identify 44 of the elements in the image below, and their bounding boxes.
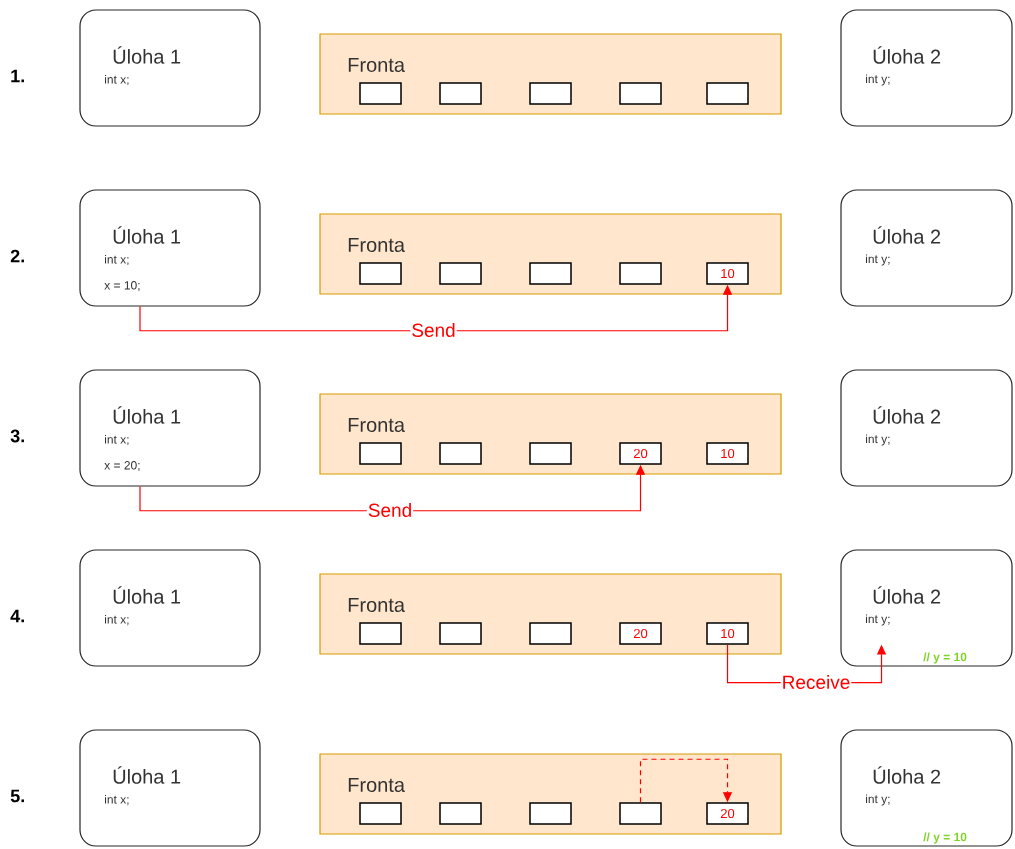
queue-slot: 10: [706, 262, 749, 285]
task-box: Úloha 1 int x;: [79, 729, 261, 847]
task-box: Úloha 2 int y;: [840, 189, 1013, 307]
queue-slot: [359, 442, 402, 465]
queue-slot: 20: [619, 442, 662, 465]
queue-slot: [529, 802, 572, 825]
task-box: Úloha 2 int y;: [840, 9, 1013, 127]
queue-slot: [619, 82, 662, 105]
queue-slot: 20: [619, 622, 662, 645]
step-number: 3.: [10, 429, 24, 443]
queue-slot: [439, 802, 482, 825]
task-box: Úloha 1 int x; x = 20;: [79, 369, 261, 487]
queue-slot: 20: [706, 802, 749, 825]
queue-slot: 10: [706, 622, 749, 645]
step-number: 4.: [10, 609, 24, 623]
queue-slot: [619, 262, 662, 285]
task-box: Úloha 2 int y; // y = 10: [840, 729, 1013, 847]
queue-slot: [529, 82, 572, 105]
task-box: Úloha 1 int x; x = 10;: [79, 189, 261, 307]
task-box: Úloha 2 int y; // y = 10: [840, 549, 1013, 667]
queue-slot: [529, 622, 572, 645]
queue-slot: [439, 622, 482, 645]
queue-slot: [359, 802, 402, 825]
queue-slot: 10: [706, 442, 749, 465]
queue-slot: [439, 442, 482, 465]
step-number: 1.: [11, 69, 24, 83]
queue-slot: [359, 82, 402, 105]
task-box: Úloha 1 int x;: [79, 9, 261, 127]
step-number: 5.: [10, 789, 24, 803]
queue-slot: [529, 262, 572, 285]
queue-slot: [439, 262, 482, 285]
task-box: Úloha 1 int x;: [79, 549, 261, 667]
step-number: 2.: [10, 249, 24, 263]
task-box: Úloha 2 int y;: [840, 369, 1013, 487]
edge-label: Send: [366, 502, 414, 518]
edge-label: Receive: [780, 674, 852, 690]
arrow: [639, 758, 733, 803]
queue-slot: [359, 622, 402, 645]
queue-slot: [529, 442, 572, 465]
edge-label: Send: [410, 322, 457, 338]
queue-slot: [359, 262, 402, 285]
queue-slot: [706, 82, 749, 105]
queue-slot: [619, 802, 662, 825]
queue-slot: [439, 82, 482, 105]
